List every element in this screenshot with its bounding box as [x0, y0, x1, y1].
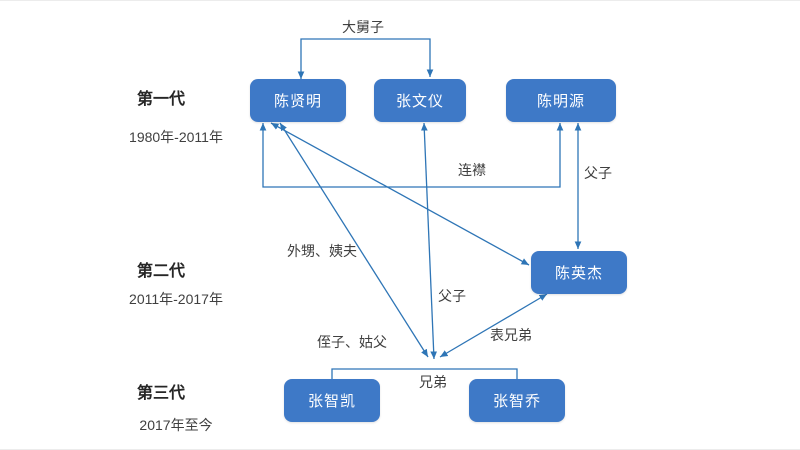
- relation-label-fuzi-center: 父子: [438, 288, 466, 304]
- generation-3-label: 第三代: [136, 385, 186, 402]
- relation-label-fuzi-right: 父子: [584, 165, 612, 181]
- node-zhang-wenyi: 张文仪: [374, 79, 466, 122]
- relation-label-lianjin: 连襟: [458, 162, 486, 178]
- connector-zhizi-gufu: [279, 122, 429, 358]
- connector-fuzi-wenyi-zhikai: [420, 122, 438, 360]
- generation-2-period: 2011年-2017年: [129, 291, 223, 307]
- generation-2-label: 第二代: [136, 263, 186, 280]
- node-zhang-zhiqiao: 张智乔: [469, 379, 565, 422]
- connector-dajiuzi: [297, 38, 434, 79]
- generation-3-period: 2017年至今: [139, 417, 213, 433]
- connector-lianjin: [259, 122, 564, 188]
- node-zhang-zhikai: 张智凯: [284, 379, 380, 422]
- relation-label-dajiuzi: 大舅子: [342, 19, 384, 35]
- relation-label-biaoxiongdi: 表兄弟: [490, 327, 532, 343]
- node-chen-xianming: 陈贤明: [250, 79, 346, 122]
- relation-label-waisheng-yifu: 外甥、姨夫: [287, 243, 357, 259]
- connector-biaoxiongdi: [439, 293, 548, 358]
- relation-label-zhizi-gufu: 侄子、姑父: [317, 334, 387, 350]
- generation-1-period: 1980年-2011年: [129, 129, 223, 145]
- connector-xiongdi: [331, 368, 518, 379]
- generation-1-label: 第一代: [136, 91, 186, 108]
- node-chen-mingyuan: 陈明源: [506, 79, 616, 122]
- node-chen-yingjie: 陈英杰: [531, 251, 627, 294]
- relation-label-xiongdi: 兄弟: [419, 374, 447, 390]
